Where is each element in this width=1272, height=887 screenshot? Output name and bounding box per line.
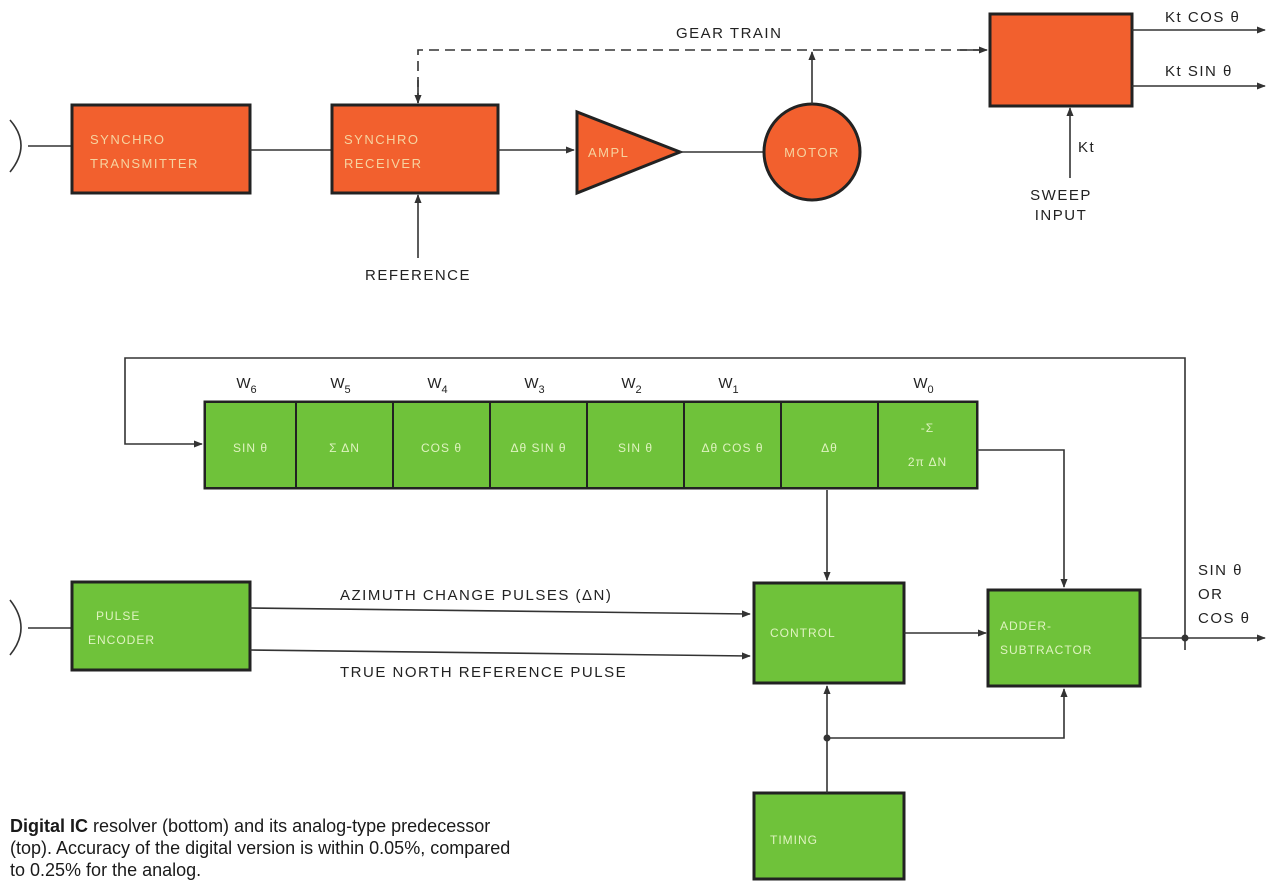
register-cell xyxy=(586,401,685,489)
register-content: Δθ xyxy=(821,441,838,455)
register-cell xyxy=(489,401,588,489)
register-word-label: W0 xyxy=(913,375,933,396)
pulse-encoder-label-1: PULSE xyxy=(96,609,140,623)
motor-label: MOTOR xyxy=(784,145,840,160)
figure-caption: Digital IC resolver (bottom) and its ana… xyxy=(10,815,530,881)
synchro-transmitter-label-2: TRANSMITTER xyxy=(90,156,199,171)
register-cell xyxy=(204,401,297,489)
output-cos-label: Kt COS θ xyxy=(1165,9,1240,26)
register-word-label: W3 xyxy=(524,375,544,396)
register-content: Δθ COS θ xyxy=(701,441,763,455)
feedback-loop-line xyxy=(124,357,1186,650)
analog-section: SYNCHRO TRANSMITTER SYNCHRO RECEIVER REF… xyxy=(9,9,1266,284)
pulse-encoder-block xyxy=(70,580,252,672)
register-content: Δθ SIN θ xyxy=(510,441,566,455)
adder-label-1: ADDER- xyxy=(1000,619,1052,633)
synchro-transmitter-block xyxy=(70,103,252,195)
reference-label: REFERENCE xyxy=(365,267,471,284)
sweep-input-label-1: SWEEP xyxy=(1030,187,1092,204)
ampl-label: AMPL xyxy=(588,145,629,160)
register-word-label: W1 xyxy=(718,375,738,396)
control-label: CONTROL xyxy=(770,626,836,640)
register-content: COS θ xyxy=(421,441,462,455)
register-word-label: W2 xyxy=(621,375,641,396)
synchro-receiver-label-2: RECEIVER xyxy=(344,156,422,171)
register-word-label: W6 xyxy=(236,375,256,396)
azimuth-arrow xyxy=(249,607,751,618)
output-label-2: OR xyxy=(1198,586,1224,603)
register-cell xyxy=(295,401,394,489)
antenna-icon xyxy=(9,119,22,173)
register-content: -Σ xyxy=(921,421,934,435)
adder-label-2: SUBTRACTOR xyxy=(1000,643,1092,657)
gear-train-label: GEAR TRAIN xyxy=(676,25,782,42)
antenna-icon-2 xyxy=(9,599,22,656)
register-word-label: W5 xyxy=(330,375,350,396)
timing-label: TIMING xyxy=(770,833,818,847)
caption-text: resolver (bottom) and its analog-type pr… xyxy=(10,816,511,880)
sweep-input-label-2: INPUT xyxy=(1035,207,1088,224)
register-word-label: W4 xyxy=(427,375,447,396)
register-content: 2π ΔN xyxy=(908,455,947,469)
register-cell xyxy=(683,401,782,489)
register-content: SIN θ xyxy=(618,441,653,455)
output-sin-label: Kt SIN θ xyxy=(1165,63,1233,80)
synchro-receiver-block xyxy=(330,103,500,195)
output-junction-dot xyxy=(1181,634,1189,642)
pulse-encoder-label-2: ENCODER xyxy=(88,633,155,647)
output-label-1: SIN θ xyxy=(1198,562,1243,579)
register-cell xyxy=(877,401,978,489)
sweep-kt-label: Kt xyxy=(1078,139,1095,156)
w0-to-adder-arrow xyxy=(977,449,1068,588)
output-label-3: COS θ xyxy=(1198,610,1251,627)
resolver-block xyxy=(988,12,1134,108)
amplifier-triangle xyxy=(575,109,685,196)
register-cell xyxy=(780,401,879,489)
register-content: SIN θ xyxy=(233,441,268,455)
adder-subtractor-block xyxy=(986,588,1142,688)
true-north-label: TRUE NORTH REFERENCE PULSE xyxy=(340,664,627,681)
timing-junction-dot xyxy=(823,734,831,742)
synchro-transmitter-label-1: SYNCHRO xyxy=(90,132,166,147)
gear-train-dashed-link xyxy=(417,49,985,103)
synchro-receiver-label-1: SYNCHRO xyxy=(344,132,420,147)
timing-to-adder-arrow xyxy=(827,688,1068,739)
timing-block xyxy=(752,791,906,881)
azimuth-label: AZIMUTH CHANGE PULSES (ΔN) xyxy=(340,587,612,604)
caption-bold: Digital IC xyxy=(10,816,89,836)
true-north-arrow xyxy=(249,649,751,660)
register-content: Σ ΔN xyxy=(329,441,360,455)
